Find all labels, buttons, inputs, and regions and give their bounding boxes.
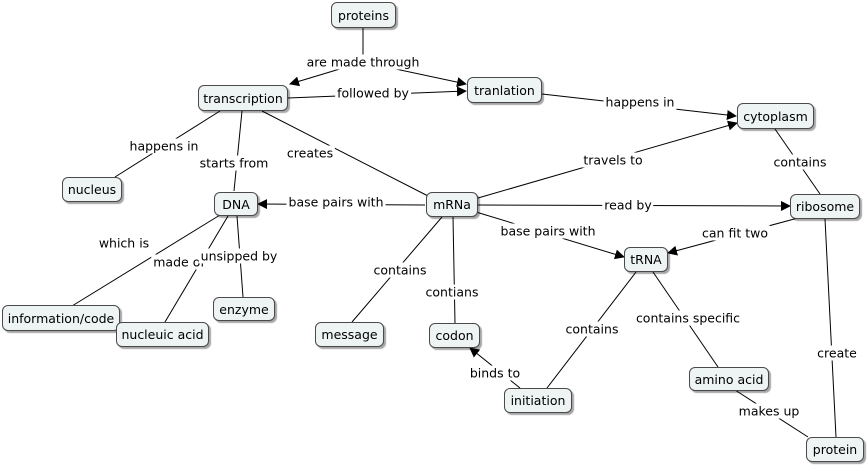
connector-creates bbox=[261, 110, 431, 198]
link-label-trna-contains: contains bbox=[563, 321, 621, 337]
connector-which-is bbox=[71, 214, 221, 307]
node-cytoplasm[interactable]: cytoplasm bbox=[737, 103, 814, 129]
link-label-contians: contians bbox=[423, 284, 481, 300]
link-label-starts-from: starts from bbox=[197, 155, 271, 171]
node-trna[interactable]: tRNA bbox=[624, 247, 668, 272]
link-label-made-of: made of bbox=[151, 254, 207, 270]
node-mrna[interactable]: mRNa bbox=[426, 192, 478, 217]
link-label-binds-to: binds to bbox=[467, 365, 523, 381]
link-label-unsipped-by: unsipped by bbox=[198, 248, 280, 264]
link-label-can-fit-two: can fit two bbox=[700, 225, 770, 241]
node-dna[interactable]: DNA bbox=[214, 192, 258, 216]
link-label-followed-by: followed by bbox=[335, 85, 411, 101]
link-label-which-is: which is bbox=[96, 235, 152, 251]
node-enzyme[interactable]: enzyme bbox=[213, 297, 275, 321]
link-label-travels-to: travels to bbox=[581, 152, 645, 168]
link-label-happens-in-cytoplasm: happens in bbox=[603, 94, 677, 110]
connector-create bbox=[824, 218, 837, 438]
node-tranlation[interactable]: tranlation bbox=[467, 77, 542, 103]
link-label-makes-up: makes up bbox=[736, 403, 802, 419]
node-information-code[interactable]: information/code bbox=[2, 305, 120, 331]
link-label-read-by: read by bbox=[602, 197, 654, 213]
node-nucleuic-acid[interactable]: nucleuic acid bbox=[116, 322, 209, 347]
link-label-happens-in-nucleus: happens in bbox=[127, 138, 201, 154]
link-label-create: create bbox=[815, 345, 859, 361]
link-label-contains-specific: contains specific bbox=[633, 310, 743, 326]
link-label-cytoplasm-contains: contains bbox=[771, 154, 829, 170]
node-message[interactable]: message bbox=[315, 322, 384, 347]
node-transcription[interactable]: transcription bbox=[198, 85, 288, 111]
node-amino-acid[interactable]: amino acid bbox=[689, 367, 769, 391]
connector-starts-from bbox=[233, 110, 243, 192]
node-nucleus[interactable]: nucleus bbox=[62, 177, 122, 202]
link-label-base-pairs-dna: base pairs with bbox=[286, 194, 386, 210]
node-ribosome[interactable]: ribosome bbox=[790, 194, 860, 219]
node-codon[interactable]: codon bbox=[429, 323, 480, 348]
node-proteins[interactable]: proteins bbox=[331, 2, 396, 28]
link-label-creates: creates bbox=[284, 145, 336, 161]
link-label-are-made-through: are made through bbox=[304, 54, 422, 70]
connector-contians-codon bbox=[452, 216, 456, 324]
link-label-mrna-contains: contains bbox=[371, 262, 429, 278]
node-initiation[interactable]: initiation bbox=[504, 388, 572, 413]
link-label-base-pairs-trna: base pairs with bbox=[498, 223, 598, 239]
node-protein[interactable]: protein bbox=[806, 437, 864, 462]
